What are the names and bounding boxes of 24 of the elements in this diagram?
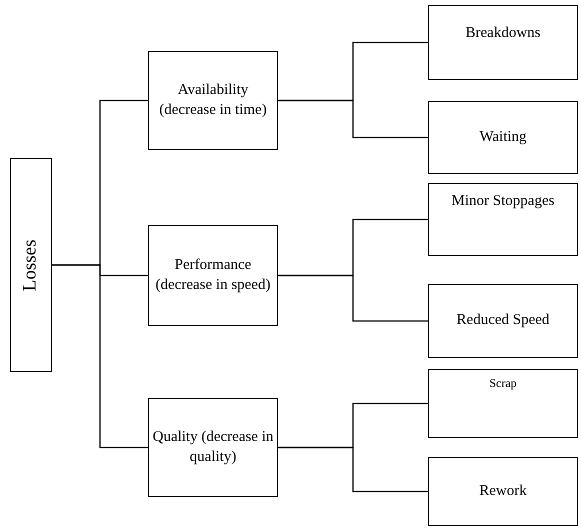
connector-line	[278, 446, 428, 492]
node-label: Reduced Speed	[456, 311, 550, 330]
category-box	[428, 457, 578, 526]
category-box	[428, 284, 578, 358]
category-box	[148, 51, 278, 150]
node-label: Losses	[18, 239, 42, 291]
category-box	[148, 225, 278, 326]
category-box	[428, 5, 578, 80]
connector-line	[278, 100, 428, 138]
node-label: Availability (decrease in time)	[158, 81, 268, 120]
node-label: Minor Stoppages	[452, 192, 554, 211]
node-label: Waiting	[479, 128, 527, 147]
category-box	[428, 369, 578, 438]
category-box	[428, 183, 578, 256]
connector-line	[52, 264, 148, 448]
root-box	[10, 158, 52, 372]
node-label: Quality (decrease in quality)	[152, 428, 274, 466]
connector-line	[278, 274, 428, 322]
node-label: Breakdowns	[466, 24, 540, 43]
node-label: Performance (decrease in speed)	[154, 256, 272, 294]
category-box	[428, 101, 578, 174]
node-label: Rework	[479, 482, 527, 501]
category-box	[148, 398, 278, 497]
node-label: Scrap	[489, 376, 517, 392]
